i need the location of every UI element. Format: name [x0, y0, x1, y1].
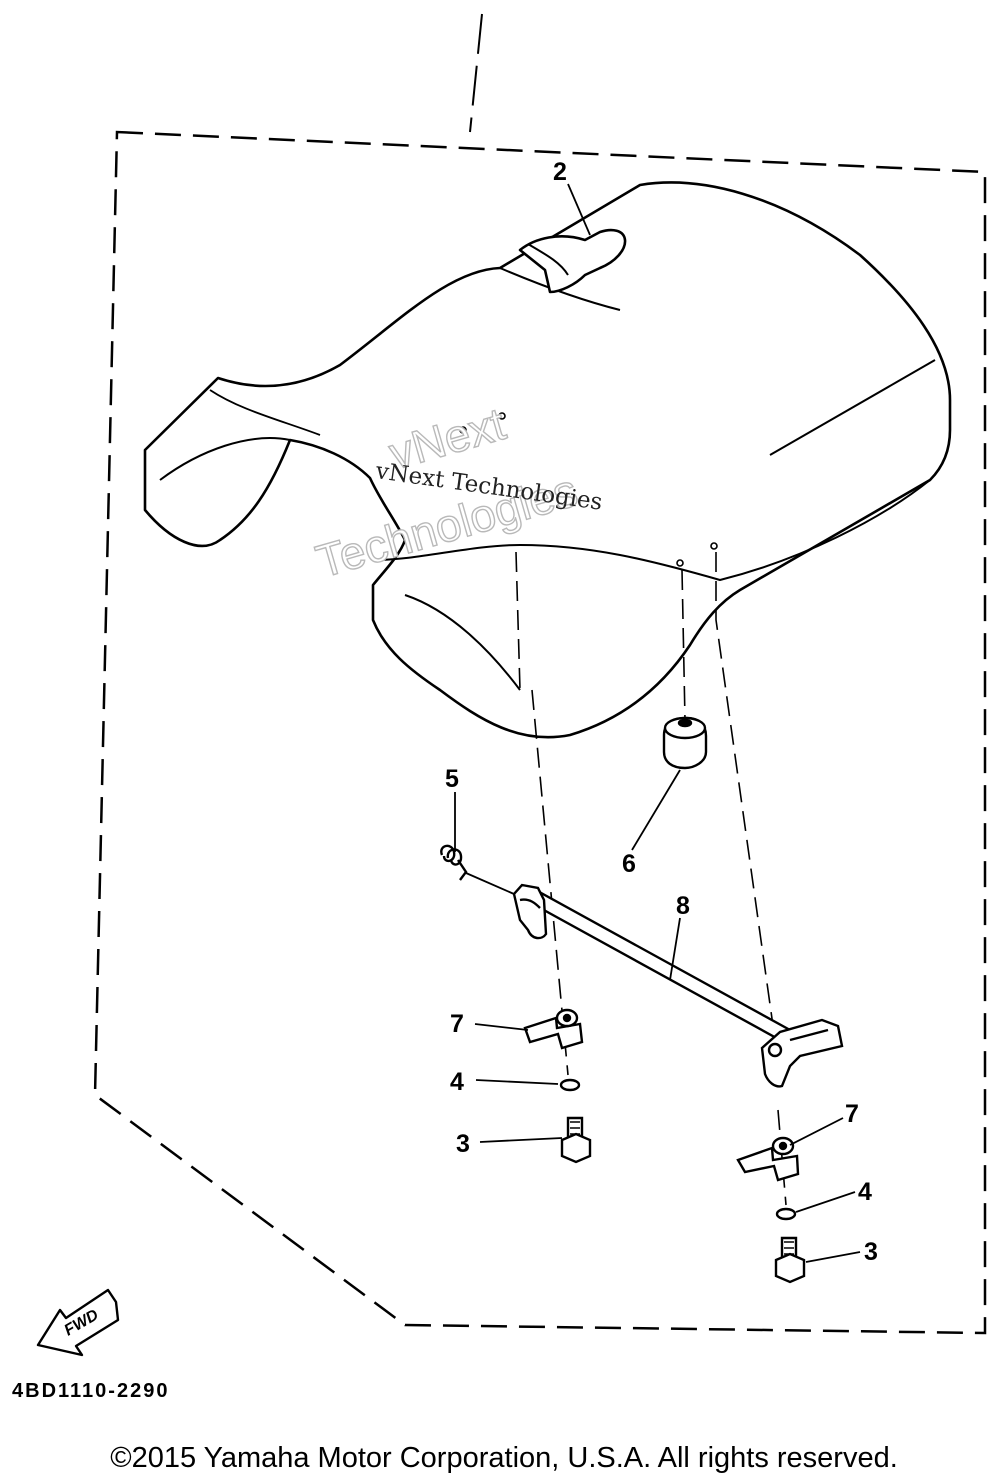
callout-3-upper: 3 — [456, 1130, 470, 1158]
callout-4-upper: 4 — [450, 1068, 464, 1096]
copyright-notice: ©2015 Yamaha Motor Corporation, U.S.A. A… — [110, 1442, 898, 1474]
callout-3-lower: 3 — [864, 1238, 878, 1266]
rod-bracket-left — [512, 883, 548, 940]
rod-bracket-right — [760, 1018, 844, 1088]
callout-7-lower: 7 — [845, 1100, 859, 1128]
callout-7-upper: 7 — [450, 1010, 464, 1038]
seat — [143, 181, 952, 739]
leader-line-1 — [469, 13, 483, 133]
part-6-damper — [662, 716, 708, 770]
callout-4-lower: 4 — [858, 1178, 872, 1206]
part-3-bolts — [560, 1116, 806, 1284]
callout-6: 6 — [622, 850, 636, 878]
callout-5: 5 — [445, 765, 459, 793]
callout-2: 2 — [553, 158, 567, 186]
part-5-spring — [440, 844, 468, 881]
assembly-frame — [93, 130, 987, 1335]
part-7-clamp-upper — [523, 1008, 584, 1050]
callout-8: 8 — [676, 892, 690, 920]
leader-lines — [454, 183, 861, 1263]
part-4-washers — [559, 1078, 797, 1221]
fwd-arrow-icon: FWD — [36, 1288, 120, 1357]
part-7-clamp-lower — [736, 1136, 800, 1182]
diagram-code: 4BD1110-2290 — [12, 1380, 170, 1402]
